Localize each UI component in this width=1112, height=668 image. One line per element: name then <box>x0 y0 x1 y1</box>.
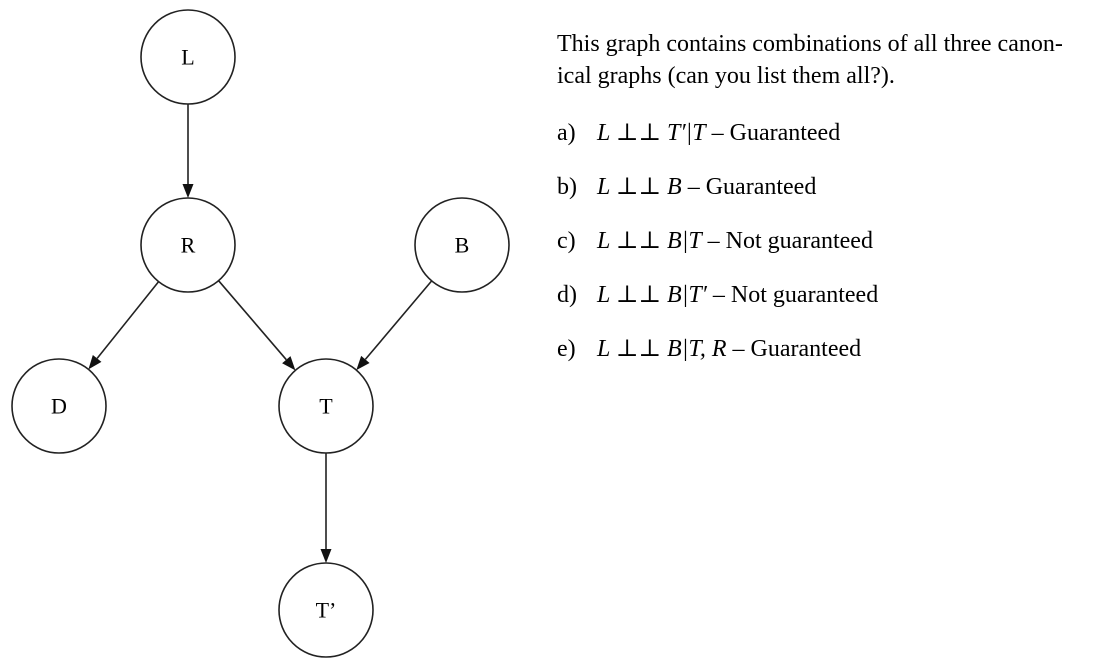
edge-R-T <box>217 280 296 371</box>
node-Tp: T’ <box>278 562 374 658</box>
arrowhead <box>282 356 296 371</box>
independence-statement: L ⊥⊥ B|T <box>597 228 702 254</box>
node-circle <box>278 562 374 658</box>
independence-statement: L ⊥⊥ T′|T <box>597 120 706 146</box>
node-label: D <box>51 394 67 419</box>
item-letter: d) <box>557 282 577 308</box>
node-label: T <box>319 394 333 419</box>
item-letter: c) <box>557 228 576 254</box>
independence-statement: L ⊥⊥ B <box>597 174 682 200</box>
independence-statement: L ⊥⊥ B|T, R <box>597 336 727 362</box>
node-L: L <box>140 9 236 105</box>
node-label: T’ <box>316 598 337 623</box>
edge-line <box>364 280 433 360</box>
edge-T-Tp <box>320 453 332 563</box>
intro-text: This graph contains combinations of all … <box>557 28 1105 92</box>
independence-result: – Guaranteed <box>711 120 841 146</box>
node-label: B <box>455 233 470 258</box>
arrowhead <box>88 354 102 370</box>
intro-line-1: This graph contains combinations of all … <box>557 31 1063 57</box>
independence-statement: L ⊥⊥ B|T′ <box>597 282 707 308</box>
independence-item-d: d) L ⊥⊥ B|T′ – Not guaranteed <box>557 268 1105 322</box>
independence-item-b: b) L ⊥⊥ B – Guaranteed <box>557 160 1105 214</box>
intro-line-2: ical graphs (can you list them all?). <box>557 63 895 89</box>
edge-L-R <box>182 104 194 198</box>
independence-item-a: a) L ⊥⊥ T′|T – Guaranteed <box>557 106 1105 160</box>
arrowhead <box>320 549 332 563</box>
arrowhead <box>356 355 370 371</box>
independence-result: – Not guaranteed <box>707 228 873 254</box>
arrowhead <box>182 184 194 198</box>
bayes-net-diagram: L R B D T T’ <box>11 9 510 658</box>
edge-B-T <box>356 280 433 371</box>
node-circle <box>140 9 236 105</box>
node-T: T <box>278 358 374 454</box>
edge-line <box>217 280 287 361</box>
item-letter: b) <box>557 174 577 200</box>
item-letter: a) <box>557 120 576 146</box>
node-label: R <box>181 233 196 258</box>
item-letter: e) <box>557 336 576 362</box>
node-B: B <box>414 197 510 293</box>
node-circle <box>414 197 510 293</box>
node-D: D <box>11 358 107 454</box>
independence-list: a) L ⊥⊥ T′|T – Guaranteed b) L ⊥⊥ B – Gu… <box>557 106 1105 376</box>
independence-result: – Guaranteed <box>687 174 817 200</box>
node-circle <box>11 358 107 454</box>
independence-result: – Not guaranteed <box>712 282 879 308</box>
node-circle <box>278 358 374 454</box>
description-panel: This graph contains combinations of all … <box>557 28 1105 376</box>
independence-item-e: e) L ⊥⊥ B|T, R – Guaranteed <box>557 322 1105 376</box>
independence-result: – Guaranteed <box>732 336 862 362</box>
node-circle <box>140 197 236 293</box>
node-label: L <box>181 45 194 70</box>
edge-line <box>96 281 160 359</box>
independence-item-c: c) L ⊥⊥ B|T – Not guaranteed <box>557 214 1105 268</box>
node-R: R <box>140 197 236 293</box>
edge-R-D <box>88 281 160 370</box>
